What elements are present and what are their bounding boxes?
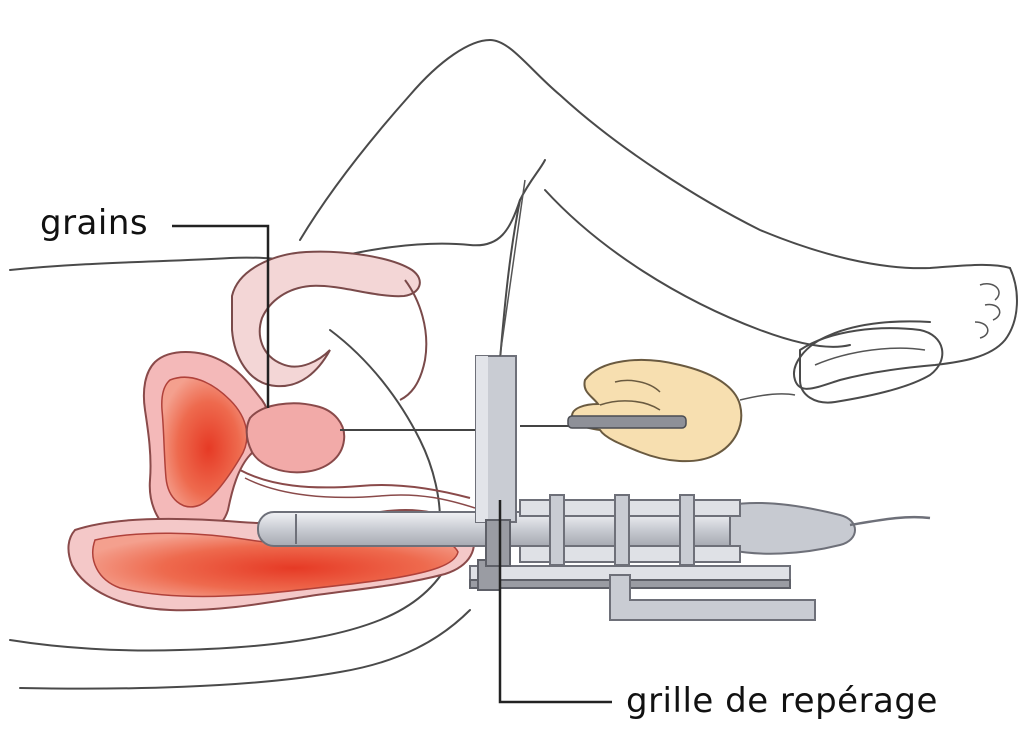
- wrist-line: [740, 394, 795, 400]
- grille-de-reperage-label: grille de repérage: [626, 684, 938, 718]
- template-grid-highlight: [476, 356, 488, 522]
- stepper-post-3: [680, 495, 694, 565]
- perineum-outline: [330, 330, 440, 520]
- template-grid-mount: [486, 520, 510, 566]
- bowel-loop: [232, 252, 420, 387]
- template-support-line: [500, 180, 525, 356]
- probe-handle: [730, 503, 855, 554]
- foot-toes: [975, 284, 1000, 338]
- probe-cable: [850, 517, 930, 525]
- calf-outline: [545, 190, 850, 347]
- bowel-wall: [400, 280, 426, 400]
- stepper-post-1: [550, 495, 564, 565]
- grains-label: grains: [40, 206, 148, 240]
- stepper-post-2: [615, 495, 629, 565]
- leg-stirrup-inner: [815, 348, 925, 365]
- needle-hub: [568, 416, 686, 428]
- leg-outline: [300, 40, 1010, 268]
- prostate: [247, 403, 344, 472]
- ultrasound-probe-rod: [258, 512, 778, 546]
- hand: [572, 360, 741, 461]
